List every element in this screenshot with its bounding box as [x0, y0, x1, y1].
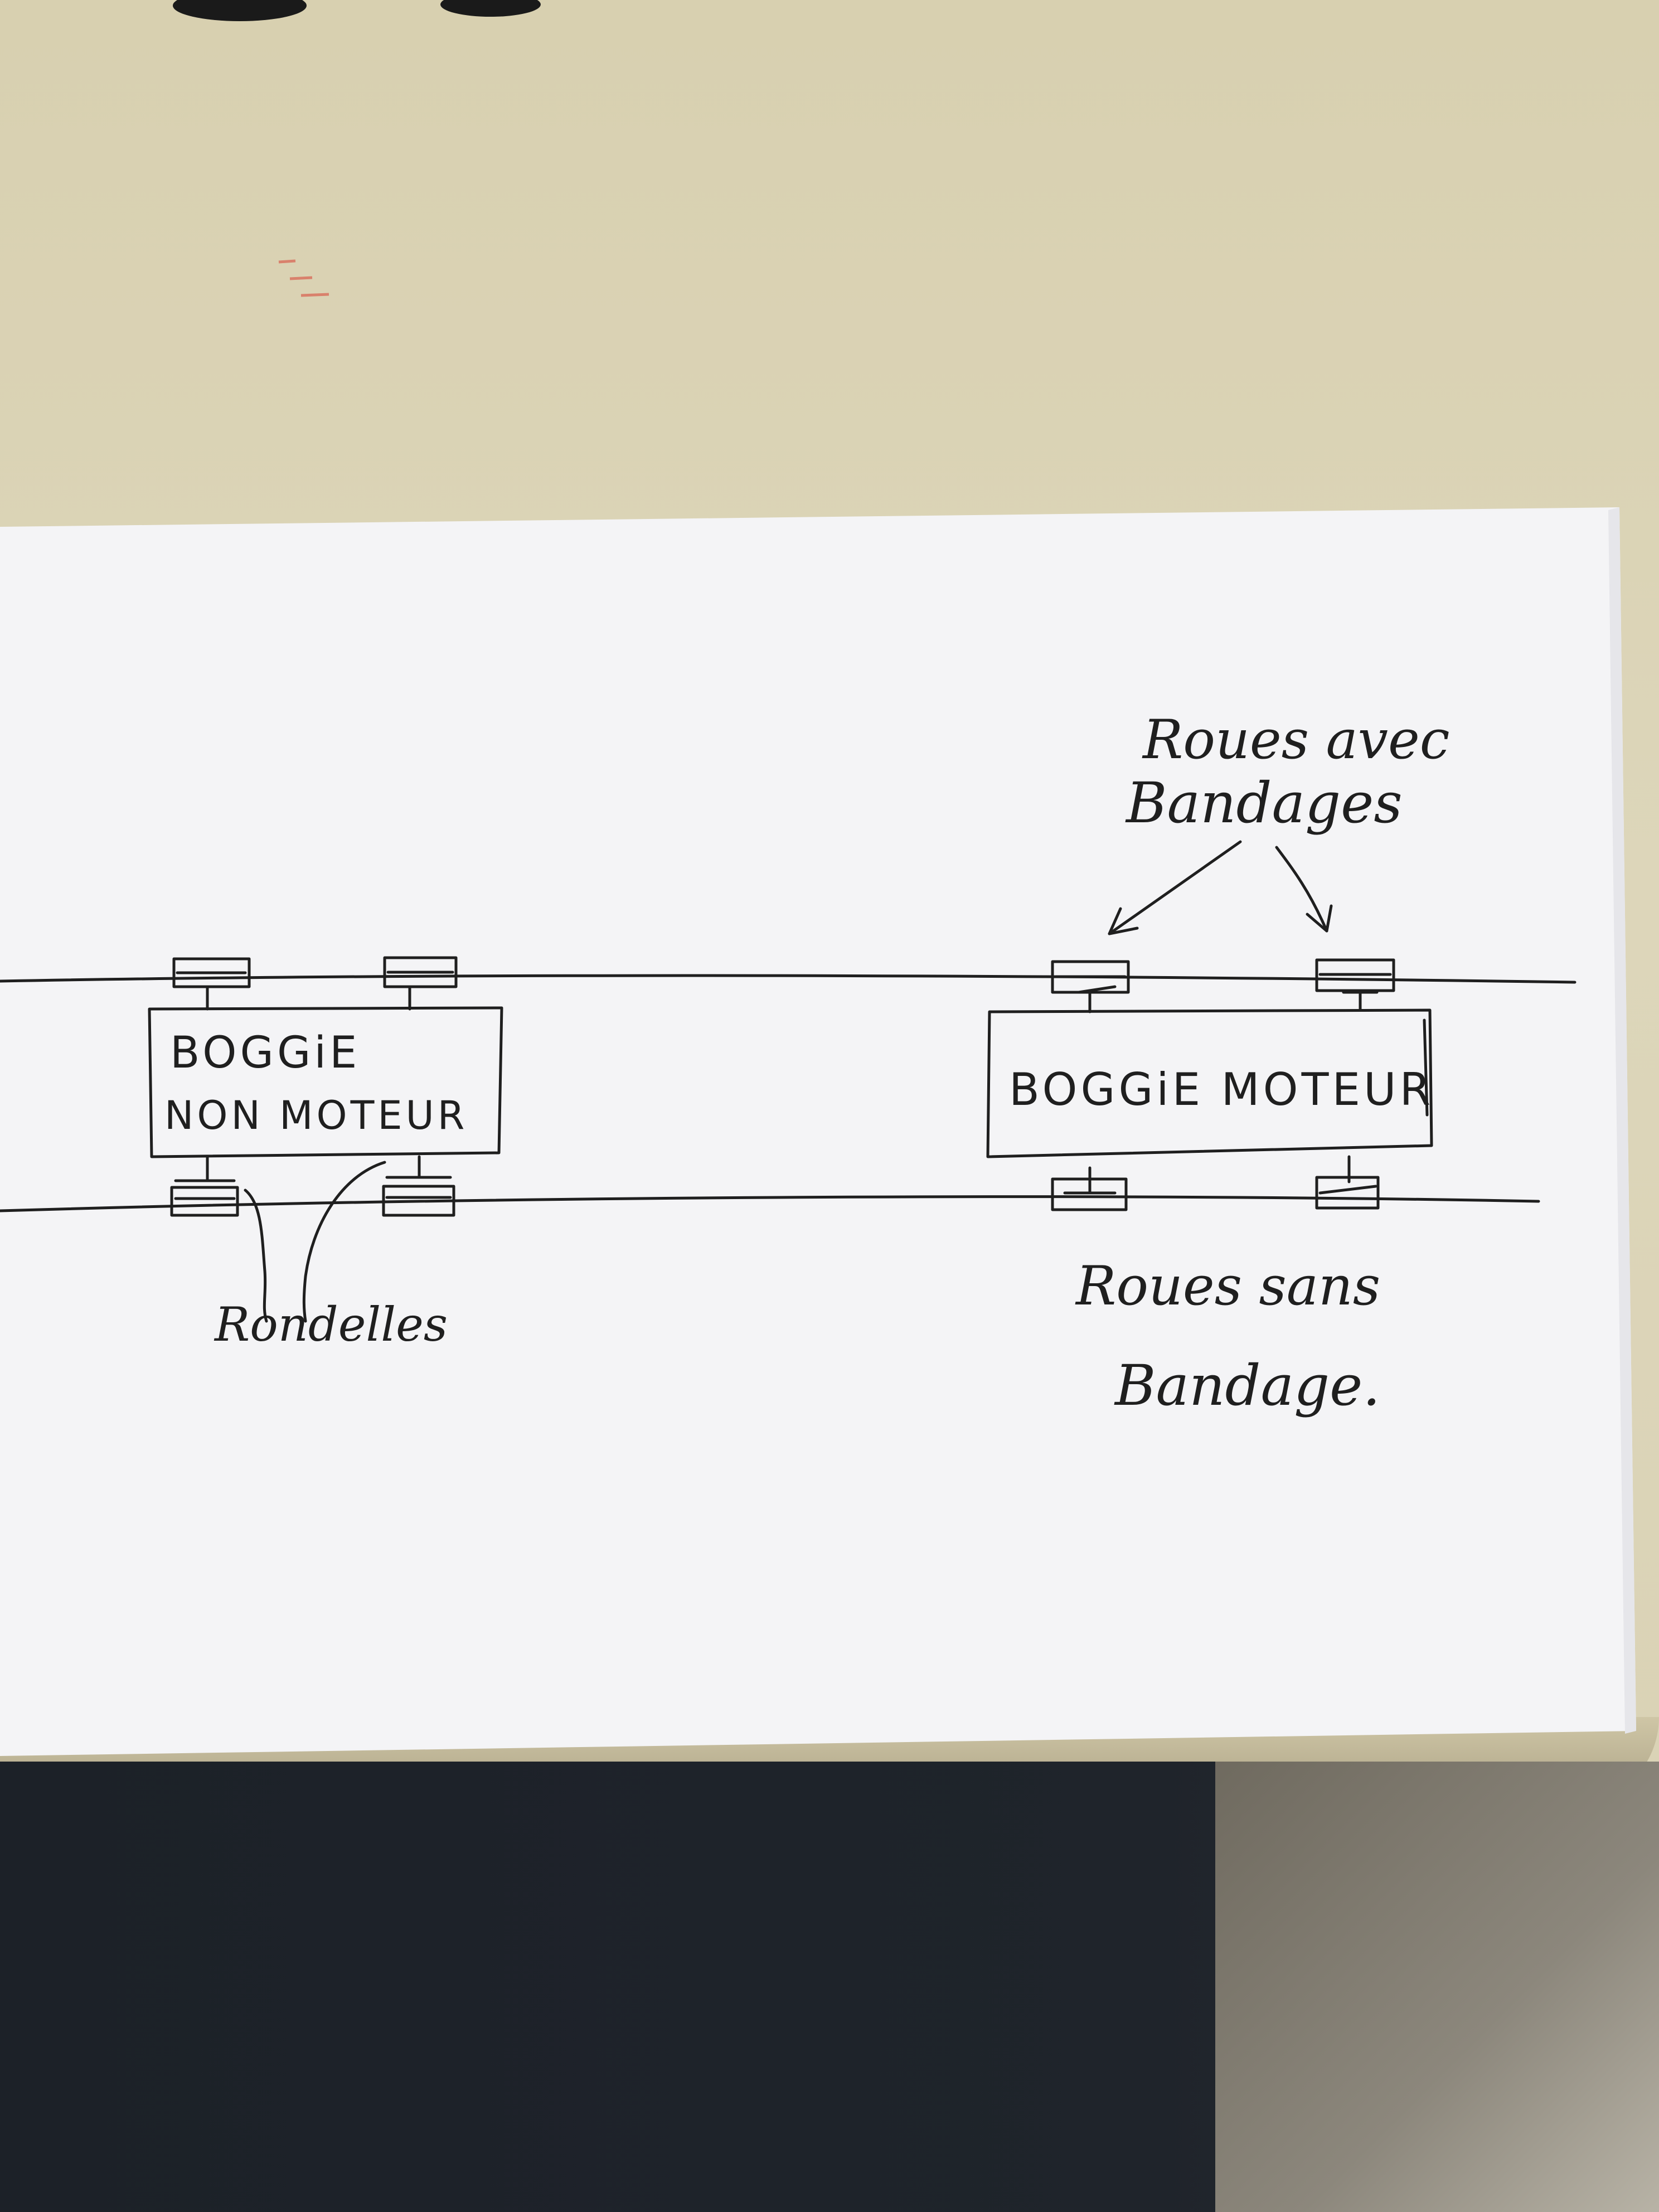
top-object-right — [440, 0, 541, 17]
paper-edge-shadow — [1608, 507, 1636, 1734]
ink-drawing — [0, 840, 1576, 1323]
right-boggie-box — [986, 1008, 1433, 1158]
paper-sheet — [0, 507, 1636, 1756]
roues-sans-label-line1: Roues sans — [1075, 1255, 1380, 1317]
rondelles-pointer-1 — [244, 1189, 268, 1323]
left-top-wheel-2 — [383, 956, 458, 988]
roues-avec-label-line1: Roues avec — [1142, 709, 1450, 771]
roues-sans-label-line2: Bandage. — [1114, 1353, 1380, 1418]
left-boggie-box — [148, 1006, 503, 1158]
red-marks — [278, 259, 329, 297]
left-boggie-label-line2: NON MOTEUR — [164, 1093, 468, 1138]
rondelles-pointer-2 — [302, 1161, 386, 1323]
arrow-to-wheel-1 — [1108, 840, 1242, 935]
rail-top — [0, 974, 1576, 984]
floor-tile — [1215, 1762, 1659, 2212]
rondelles-label: Rondelles — [214, 1297, 448, 1352]
right-bottom-wheel-2 — [1315, 1176, 1380, 1210]
top-object-left — [173, 0, 307, 21]
arrow-to-wheel-2 — [1275, 846, 1328, 933]
left-boggie-label-line1: BOGGiE — [170, 1028, 360, 1078]
roues-avec-label-line2: Bandages — [1125, 770, 1403, 836]
left-bottom-wheel-1 — [170, 1186, 239, 1217]
right-top-wheel-2 — [1315, 958, 1395, 992]
left-top-wheel-1 — [172, 957, 251, 988]
right-boggie-label: BOGGiE MOTEUR — [1009, 1064, 1434, 1115]
left-bottom-wheel-2 — [382, 1185, 455, 1217]
